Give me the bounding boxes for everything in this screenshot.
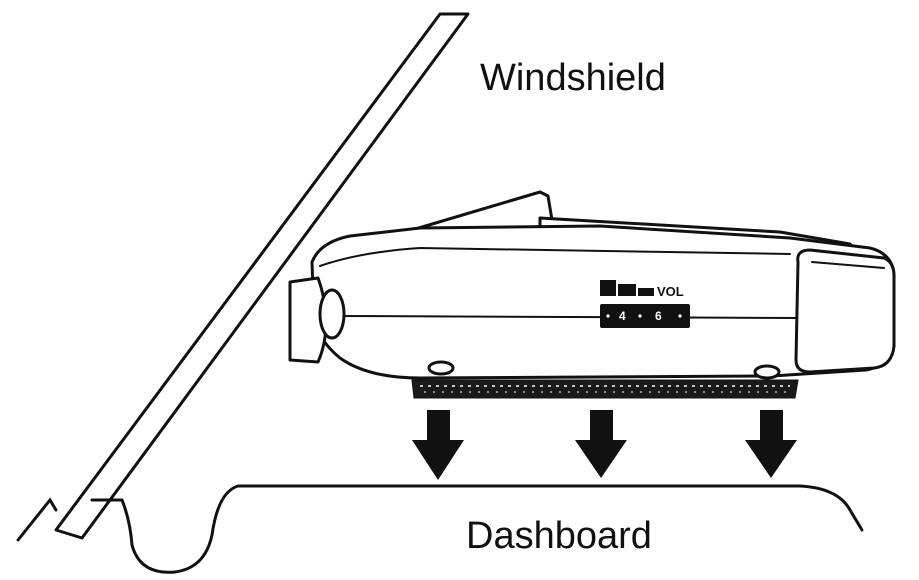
windshield-label: Windshield: [480, 57, 666, 99]
arrow-down-icon: [745, 410, 797, 478]
radar-detector: [288, 190, 896, 380]
arrow-down-icon: [575, 410, 627, 478]
volume-wedge-3: [638, 288, 654, 296]
volume-indicator: VOL 4 6: [600, 280, 690, 328]
dashboard-label: Dashboard: [466, 515, 652, 557]
volume-label: VOL: [657, 284, 684, 299]
volume-scale-strip: [600, 304, 690, 328]
scale-dot: [678, 314, 682, 318]
scale-dot: [606, 314, 610, 318]
scale-dot: [638, 314, 642, 318]
dashboard-outline: [16, 484, 864, 574]
volume-wedge-2: [618, 284, 636, 296]
windshield-glass: [54, 12, 470, 540]
volume-scale-6: 6: [655, 309, 662, 323]
volume-wedge-1: [600, 280, 616, 296]
non-skid-pad: [411, 379, 799, 399]
volume-scale-4: 4: [619, 309, 626, 323]
arrow-down-icon: [412, 410, 464, 480]
